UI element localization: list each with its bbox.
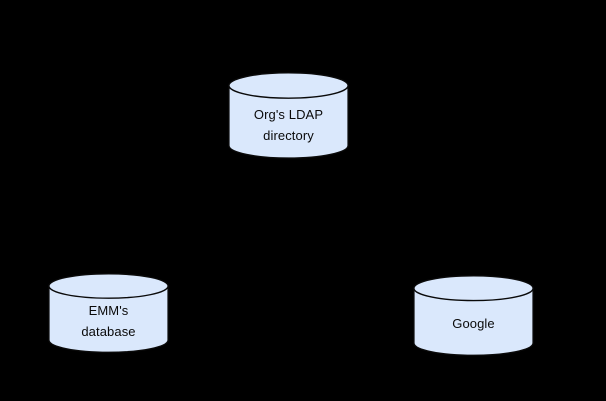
cylinder-shape-icon [228, 72, 349, 159]
cylinder-shape-icon [48, 273, 169, 353]
database-cylinder-google[interactable]: Google [413, 275, 534, 356]
database-cylinder-emm[interactable]: EMM's database [48, 273, 169, 353]
database-cylinder-ldap[interactable]: Org's LDAP directory [228, 72, 349, 159]
cylinder-shape-icon [413, 275, 534, 356]
